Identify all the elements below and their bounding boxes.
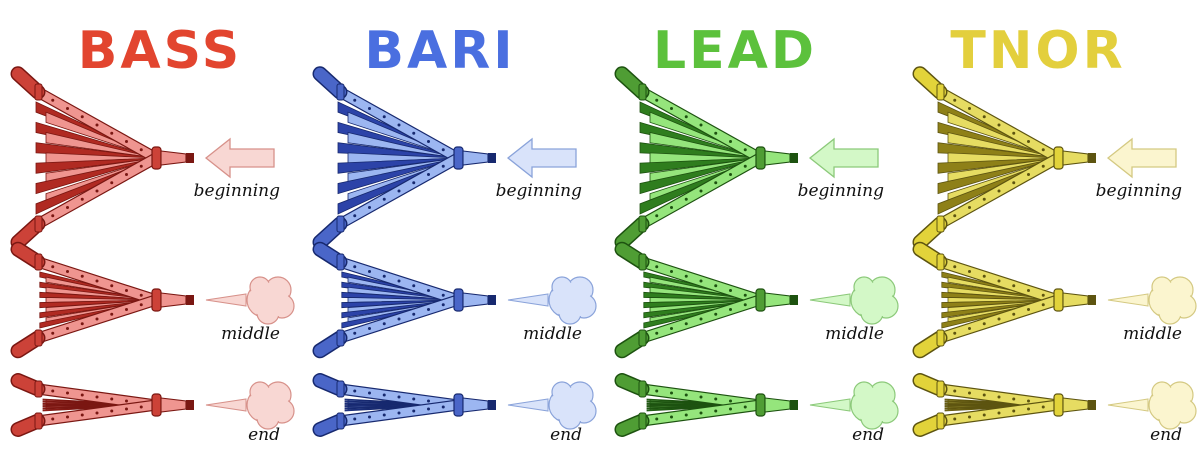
air-puff-icon	[1107, 276, 1197, 325]
bellows-end: end	[912, 373, 1197, 445]
stage-label: beginning	[194, 181, 281, 201]
stage-label: middle	[523, 324, 582, 344]
stage-label: beginning	[798, 181, 885, 201]
air-puff-icon	[205, 276, 295, 325]
arrow-left-icon	[204, 137, 275, 179]
bellows-middle: middle	[10, 241, 295, 359]
stage-label: end	[550, 425, 582, 445]
column-title: LEAD	[653, 21, 817, 81]
bellows-end: end	[312, 373, 597, 445]
air-puff-icon	[507, 381, 597, 430]
bellows-middle: middle	[912, 241, 1197, 359]
air-puff-icon	[507, 276, 597, 325]
column-bass: BASS beginning middle end	[10, 21, 295, 445]
arrow-left-icon	[808, 137, 879, 179]
bellows-end: end	[10, 373, 295, 445]
stage-label: beginning	[496, 181, 583, 201]
bellows-beginning: beginning	[912, 66, 1183, 250]
air-puff-icon	[809, 276, 899, 325]
stage-label: beginning	[1096, 181, 1183, 201]
column-bari: BARI beginning middle end	[312, 21, 597, 445]
stage-label: end	[852, 425, 884, 445]
stage-label: end	[1150, 425, 1182, 445]
bellows-end: end	[614, 373, 899, 445]
column-tnor: TNOR beginning middle end	[912, 21, 1197, 445]
bellows-beginning: beginning	[10, 66, 281, 250]
stage-label: middle	[1123, 324, 1182, 344]
bellows-beginning: beginning	[312, 66, 583, 250]
air-puff-icon	[809, 381, 899, 430]
bellows-middle: middle	[312, 241, 597, 359]
arrow-left-icon	[1106, 137, 1177, 179]
stage-label: middle	[221, 324, 280, 344]
bellows-middle: middle	[614, 241, 899, 359]
air-puff-icon	[1107, 381, 1197, 430]
column-lead: LEAD beginning middle end	[614, 21, 899, 445]
stage-label: end	[248, 425, 280, 445]
air-puff-icon	[205, 381, 295, 430]
column-title: BASS	[78, 21, 242, 81]
bellows-beginning: beginning	[614, 66, 885, 250]
column-title: TNOR	[950, 21, 1125, 81]
stage-label: middle	[825, 324, 884, 344]
column-title: BARI	[364, 21, 515, 81]
arrow-left-icon	[506, 137, 577, 179]
